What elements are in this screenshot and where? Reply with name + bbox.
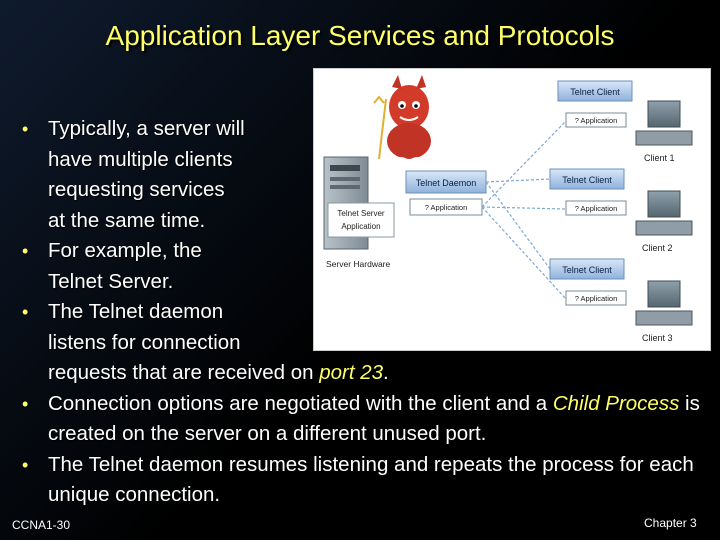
- bullet-item: • For example, the Telnet Server.: [22, 236, 712, 297]
- bullet-item: • Connection options are negotiated with…: [22, 389, 712, 450]
- client2-app-box: [565, 200, 627, 216]
- server-application-label: Application: [341, 222, 380, 231]
- client3-telnet-label: Telnet Client: [562, 265, 612, 275]
- bullet-dot-icon: •: [22, 241, 29, 261]
- bullet-item: • The Telnet daemon listens for connecti…: [22, 297, 712, 389]
- child-process-highlight: Child Process: [552, 391, 680, 415]
- client1-app-box: [565, 112, 627, 128]
- client2-telnet-label: Telnet Client: [562, 175, 612, 185]
- client3-label: Client 3: [642, 333, 673, 343]
- client3-app-box: [565, 290, 627, 306]
- server-hardware-label: Server Hardware: [326, 259, 391, 269]
- client3-telnet-box: [549, 258, 625, 280]
- client1-telnet-box: [557, 80, 633, 102]
- daemon-mascot-icon: [373, 75, 431, 165]
- bullet-item: • The Telnet daemon resumes listening an…: [22, 450, 712, 511]
- client1-computer-icon: [635, 100, 693, 146]
- client2-label: Client 2: [642, 243, 673, 253]
- footer-chapter: Chapter 3: [644, 516, 697, 530]
- server-app-box: [327, 202, 395, 238]
- telnet-diagram: Telnet Server Application Telnet Daemon …: [313, 68, 711, 351]
- client2-app-label: ? Application: [575, 204, 618, 213]
- telnet-server-label: Telnet Server: [337, 209, 384, 218]
- bullet-list: • Typically, a server will have multiple…: [22, 114, 712, 511]
- port-23-highlight: port 23: [319, 361, 384, 384]
- bullet-dot-icon: •: [22, 119, 29, 139]
- client2-telnet-box: [549, 168, 625, 190]
- client3-app-label: ? Application: [575, 294, 618, 303]
- slide-title: Application Layer Services and Protocols: [105, 20, 615, 51]
- client1-app-label: ? Application: [575, 116, 618, 125]
- connection-lines: [481, 120, 567, 300]
- bullet-dot-icon: •: [22, 393, 29, 414]
- telnet-diagram-svg: Telnet Server Application Telnet Daemon …: [323, 75, 693, 343]
- client1-label: Client 1: [644, 153, 675, 163]
- client1-telnet-label: Telnet Client: [570, 87, 620, 97]
- footer-course-code: CCNA1-30: [12, 518, 71, 532]
- client2-computer-icon: [635, 190, 693, 236]
- bullet-dot-icon: •: [22, 302, 29, 322]
- client3-computer-icon: [635, 280, 693, 326]
- bullet-item: • Typically, a server will have multiple…: [22, 114, 712, 236]
- bullet-dot-icon: •: [22, 454, 29, 475]
- daemon-app-label: ? Application: [425, 203, 468, 212]
- telnet-daemon-label: Telnet Daemon: [416, 178, 477, 188]
